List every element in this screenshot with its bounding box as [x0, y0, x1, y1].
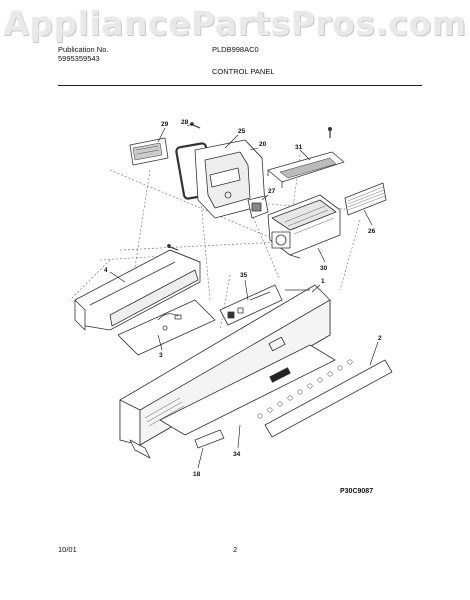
callout-35: 35: [240, 272, 248, 279]
callout-26: 26: [368, 228, 376, 235]
part-30-fan-assembly: [267, 194, 341, 259]
callout-31: 31: [295, 144, 303, 151]
part-20-dispenser: [194, 139, 266, 219]
callout-labels: 29 28 25 20 27 31 26 30 4 35 1 3 2 34 18…: [104, 119, 382, 495]
part-4-screw: [167, 244, 179, 251]
callout-1: 1: [321, 278, 325, 285]
callout-27: 27: [268, 188, 276, 195]
part-35-switch-bracket: [219, 284, 283, 326]
watermark-logo: AppliancePartsPros.com: [3, 4, 467, 43]
diagram-code: P30C9087: [340, 488, 373, 495]
callout-25: 25: [238, 128, 246, 135]
part-26-filter: [344, 182, 387, 216]
callout-18: 18: [193, 471, 201, 478]
part-34-console-insert: [159, 344, 336, 436]
callout-4: 4: [104, 267, 108, 274]
footer-page-number: 2: [233, 545, 238, 554]
model-number: PLDB998AC0: [212, 45, 259, 54]
part-29-vent-filter: [129, 137, 169, 166]
part-28-screw: [190, 122, 201, 129]
part-2-touchpad-overlay: [257, 359, 393, 438]
header-divider: [58, 85, 422, 86]
callout-29: 29: [161, 121, 169, 128]
part-3-control-board: [117, 299, 216, 356]
callout-3: 3: [159, 352, 163, 359]
callout-30: 30: [320, 265, 328, 272]
footer-date: 10/01: [58, 545, 77, 554]
publication-label: Publication No.: [58, 45, 109, 54]
callout-34: 34: [233, 451, 241, 458]
section-title: CONTROL PANEL: [212, 67, 275, 76]
part-31-screw: [327, 127, 332, 138]
part-27-bracket: [247, 195, 269, 219]
publication-number: 5995359543: [58, 54, 100, 63]
part-18-badge: [194, 429, 225, 449]
callout-2: 2: [378, 335, 382, 342]
leader-lines: [109, 123, 379, 469]
part-31-vent-cover: [267, 151, 345, 188]
callout-20: 20: [259, 141, 267, 148]
callout-28: 28: [181, 119, 189, 126]
part-4-air-duct: [74, 249, 201, 331]
